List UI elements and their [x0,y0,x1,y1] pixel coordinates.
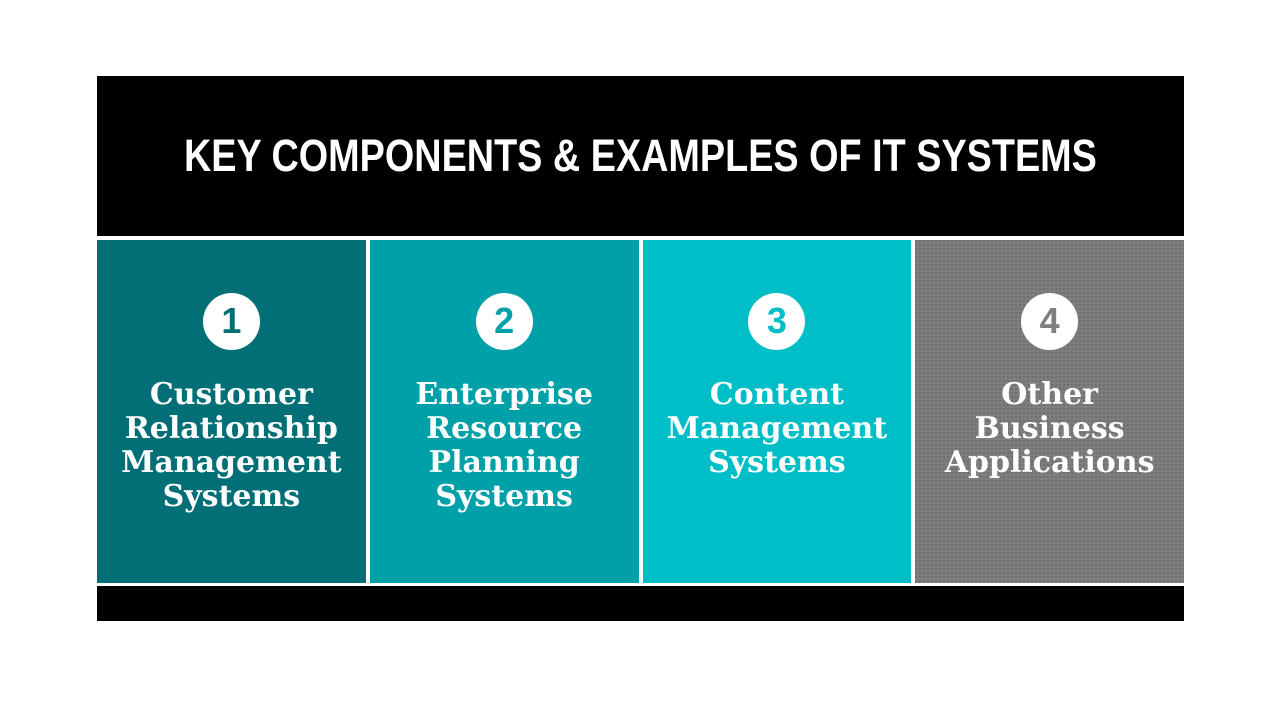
card-number: 3 [766,299,787,341]
number-badge: 4 [1021,293,1079,350]
number-badge: 1 [202,293,260,350]
card-label: Enterprise Resource Planning Systems [415,377,593,514]
card-label: Other Business Applications [944,377,1155,480]
cards-row: 1 Customer Relationship Management Syste… [97,240,1184,583]
card-erp: 2 Enterprise Resource Planning Systems [369,240,639,583]
card-number: 2 [494,299,515,341]
title-band: KEY COMPONENTS & EXAMPLES OF IT SYSTEMS [97,76,1184,236]
card-other-apps: 4 Other Business Applications [915,240,1184,583]
card-crm: 1 Customer Relationship Management Syste… [97,240,366,583]
number-badge: 3 [748,293,806,350]
card-number: 1 [221,299,242,341]
card-cms: 3 Content Management Systems [642,240,912,583]
card-number: 4 [1039,299,1060,341]
card-label: Content Management Systems [666,377,888,480]
card-label: Customer Relationship Management Systems [121,377,342,514]
number-badge: 2 [475,293,533,350]
footer-band [97,586,1184,621]
slide-title: KEY COMPONENTS & EXAMPLES OF IT SYSTEMS [184,130,1097,181]
